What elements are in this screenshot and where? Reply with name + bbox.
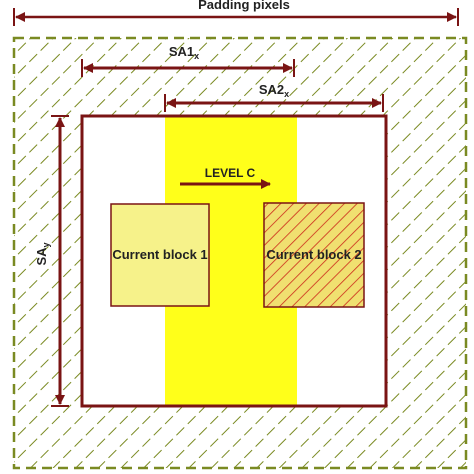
- block1-label: Current block 1: [112, 247, 207, 262]
- sa1x-label-sub: x: [194, 51, 199, 61]
- current-block-2: [263, 202, 365, 308]
- say-label-sub: y: [41, 242, 51, 247]
- sa1x-label: SA1x: [169, 44, 199, 61]
- level-label: LEVEL C: [205, 166, 256, 180]
- sa1x-label-main: SA1: [169, 44, 194, 59]
- block2-label: Current block 2: [266, 247, 361, 262]
- say-label: SAy: [34, 242, 51, 265]
- sa2x-label-main: SA2: [259, 82, 284, 97]
- current-block-1: [110, 203, 210, 307]
- sa2x-label: SA2x: [259, 82, 289, 99]
- sa2x-label-sub: x: [284, 89, 289, 99]
- search-window-frame: [80, 114, 388, 408]
- say-label-main: SA: [34, 247, 49, 266]
- padding-label: Padding pixels: [198, 0, 290, 12]
